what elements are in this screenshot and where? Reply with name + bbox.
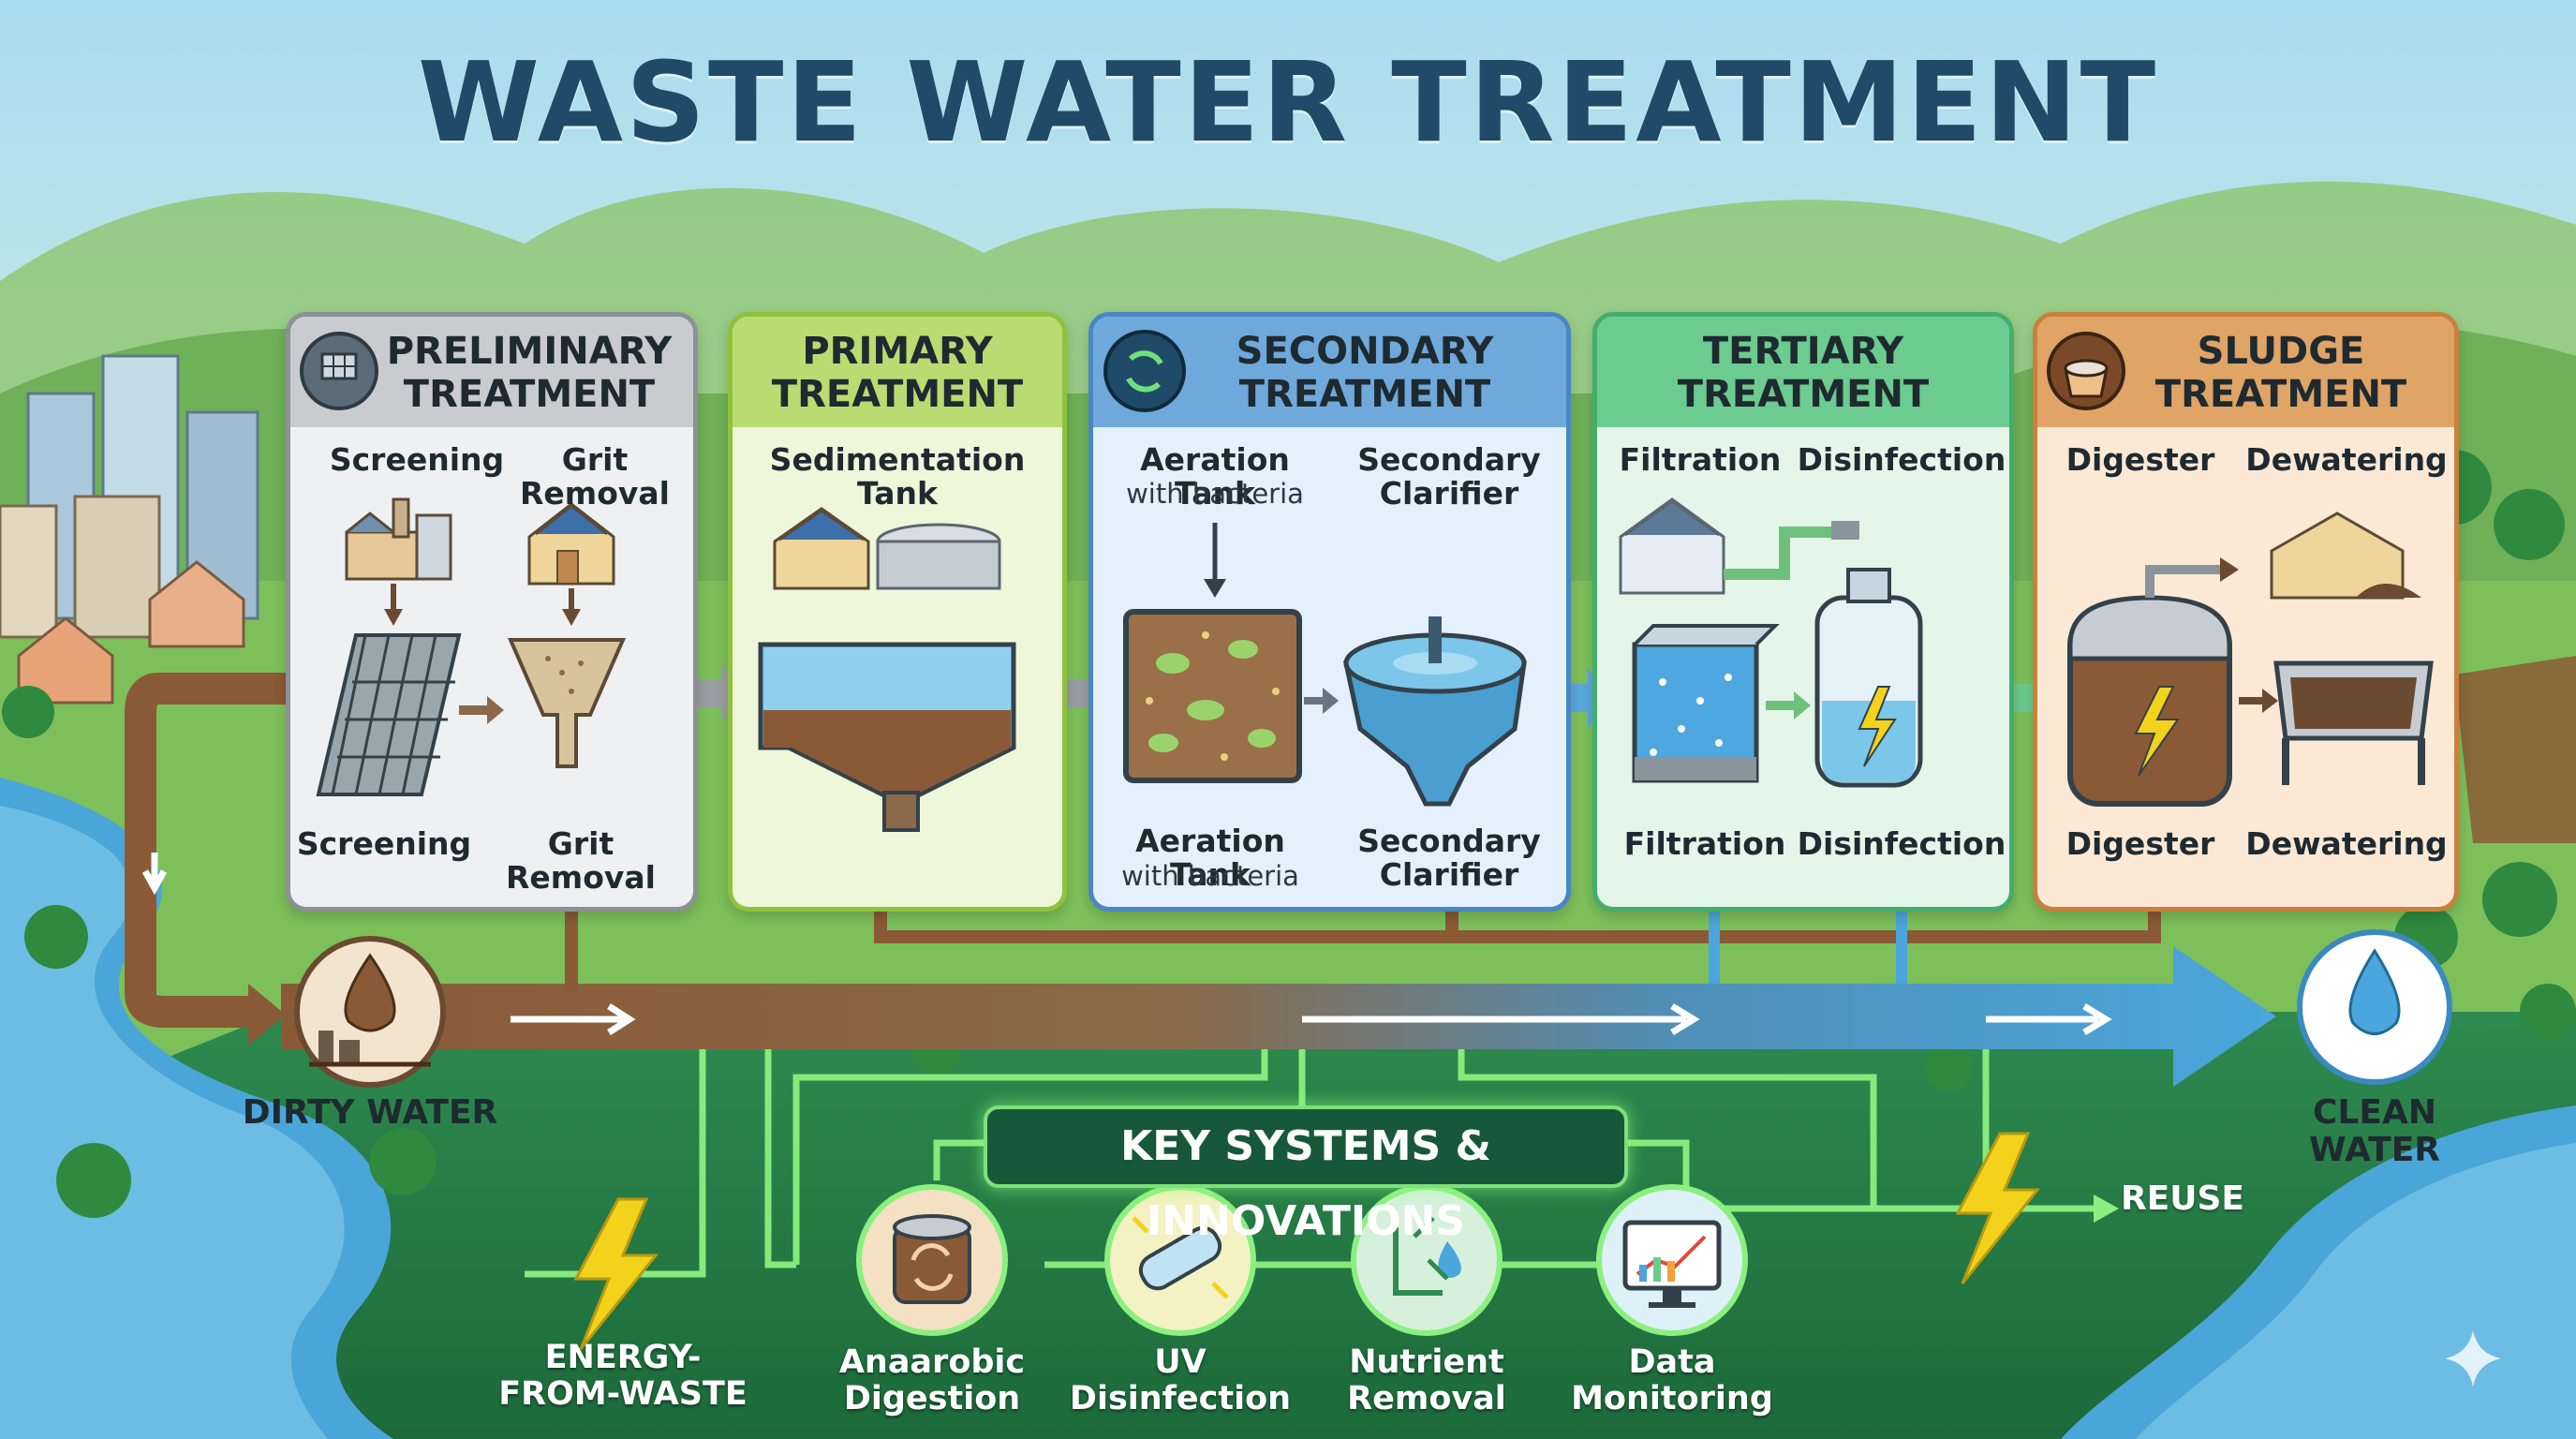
clean-water-label: CLEAN WATER xyxy=(2308,1093,2441,1169)
stage-title: TERTIARY TREATMENT xyxy=(1677,330,1930,416)
label-digester-top: Digester xyxy=(2065,441,2215,478)
stage-title: PRELIMINARY TREATMENT xyxy=(386,330,673,416)
label-disinfection-top: Disinfection xyxy=(1797,441,2006,478)
stage-title: SECONDARY TREATMENT xyxy=(1236,330,1494,416)
page-title: WASTE WATER TREATMENT xyxy=(417,37,2159,167)
label-screening-top: Screening xyxy=(329,441,505,478)
label-digester-bottom: Digester xyxy=(2065,825,2215,862)
label-aeration-top: Aeration Tank xyxy=(1140,441,1290,512)
key-system-data-label: Data Monitoring xyxy=(1571,1343,1773,1417)
label-filtration-bottom: Filtration xyxy=(1623,825,1786,862)
stage-title: PRIMARY TREATMENT xyxy=(771,330,1024,416)
farm-field xyxy=(2454,656,2576,843)
reuse-label: REUSE xyxy=(2120,1179,2245,1218)
stage-panel-secondary: SECONDARY TREATMENT Aeration Tank with b… xyxy=(1088,312,1571,912)
label-screening-bottom: Screening xyxy=(296,825,472,862)
label-grit-top: Grit Removal xyxy=(520,441,670,512)
key-system-nutrient-label: Nutrient Removal xyxy=(1347,1343,1506,1417)
stage-panel-preliminary: PRELIMINARY TREATMENT Screening Grit Rem… xyxy=(286,312,698,912)
label-aeration-sub-top: with bacteria xyxy=(1126,478,1304,510)
stage-panel-sludge: SLUDGE TREATMENT Digester Dewatering Dig… xyxy=(2033,312,2459,912)
stage-header xyxy=(1597,317,2009,427)
label-grit-bottom: Grit Removal xyxy=(506,825,656,896)
city-buildings xyxy=(0,354,259,705)
label-aeration-bottom: Aeration Tank xyxy=(1135,823,1285,893)
stage-title: SLUDGE TREATMENT xyxy=(2154,330,2407,416)
stage-panel-primary: PRIMARY TREATMENT Sedimentation Tank xyxy=(728,312,1067,912)
key-system-anaerobic-label: Anaarobic Digestion xyxy=(838,1343,1026,1417)
energy-from-waste-label: ENERGY- FROM-WASTE xyxy=(498,1339,748,1413)
label-disinfection-bottom: Disinfection xyxy=(1797,825,2006,862)
label-filtration-top: Filtration xyxy=(1619,441,1782,478)
stage-header xyxy=(733,317,1062,427)
flow-direction-arrows xyxy=(141,853,2112,1035)
label-clarifier-bottom: Secondary Clarifier xyxy=(1357,823,1541,893)
dirty-water-label: DIRTY WATER xyxy=(242,1093,498,1132)
label-dewatering-top: Dewatering xyxy=(2245,441,2448,478)
key-systems-banner: KEY SYSTEMS & INNOVATIONS xyxy=(984,1105,1628,1245)
label-aeration-sub-bottom: with bacteria xyxy=(1121,860,1299,892)
stage-panel-tertiary: TERTIARY TREATMENT Filtration Disinfecti… xyxy=(1592,312,2014,912)
key-system-uv-label: UV Disinfection xyxy=(1069,1343,1292,1417)
label-sedimentation: Sedimentation Tank xyxy=(769,441,1026,512)
main-water-flow xyxy=(281,946,2276,1087)
label-dewatering-bottom: Dewatering xyxy=(2245,825,2448,862)
label-clarifier-top: Secondary Clarifier xyxy=(1357,441,1541,512)
